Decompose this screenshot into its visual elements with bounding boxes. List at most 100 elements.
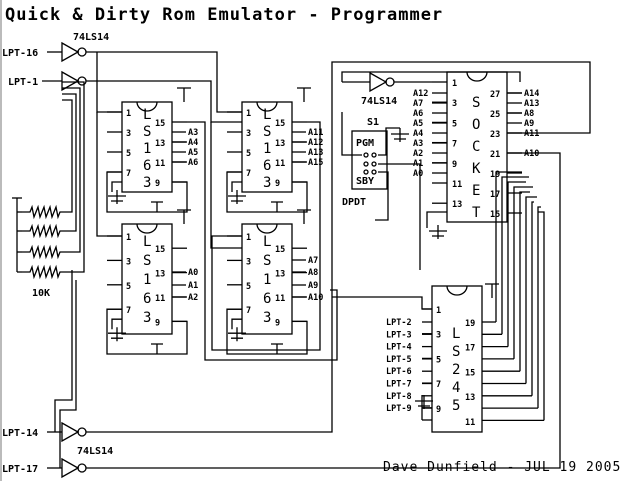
enable-loop [226,308,308,355]
pin-number: 11 [275,294,285,304]
pin-number: 9 [155,179,160,189]
address-label-a4: A4 [188,138,198,148]
enable-loop [106,308,188,355]
ls245-notch [446,285,468,296]
resistor-10k [22,223,68,239]
pin-number: 9 [275,318,280,328]
clock-wire [96,52,122,113]
socket-signal-a10: A10 [524,149,539,159]
address-label-a0: A0 [188,268,198,278]
chip-notch [136,101,158,112]
socket-signal-a1: A1 [413,159,423,169]
address-label-a15: A15 [308,158,323,168]
pin-number: 11 [155,294,165,304]
switch-wire [341,112,362,156]
inverter-lpt14-bubble [77,427,87,437]
pullup-wire [62,81,85,273]
schematic-title: Quick & Dirty Rom Emulator - Programmer [5,5,443,25]
pin-number: 15 [155,245,165,255]
pullup-wire [54,270,73,432]
inverter-lpt14-triangle [61,421,80,443]
enable-loop [106,171,188,213]
vcc-symbol [271,201,283,212]
ls245-input-lpt-9: LPT-9 [386,404,412,414]
address-label-a6: A6 [188,158,198,168]
ground-wire [231,181,242,192]
inverter-lpt16-bubble [77,47,87,57]
chip-name-letter: S [143,253,151,269]
clock-wire [96,112,122,237]
lpt14-wire [86,61,591,433]
ls245-pin-number: 11 [465,418,475,428]
chip-name-letter: 6 [143,291,151,307]
ls245-pin-number: 19 [465,319,475,329]
ls245-pin-number: 15 [465,368,475,378]
pin-number: 7 [246,306,251,316]
dir-wire [332,296,432,310]
ls245-input-lpt-5: LPT-5 [386,355,412,365]
switch-body[interactable] [351,130,388,190]
socket-notch [466,71,488,82]
socket-signal-a7: A7 [413,99,423,109]
pin-number: 13 [275,270,285,280]
pin-number: 3 [126,257,131,267]
vcc-symbol [177,87,191,102]
socket-name-letter: T [472,205,481,221]
ls245-pin-number: 3 [436,331,441,341]
ground-wire [111,181,122,192]
pin-number: 7 [126,306,131,316]
switch-contact [371,152,377,158]
address-label-a8: A8 [308,268,318,278]
pin-number: 7 [126,169,131,179]
ground-symbol [415,395,433,409]
socket-pin-number: 25 [490,110,500,120]
pin-number: 5 [126,149,131,159]
pin-number: 3 [126,129,131,139]
ls245-input-lpt-8: LPT-8 [386,392,412,402]
chip-name-letter: L [263,107,271,123]
ground-wire [231,318,242,330]
address-label-a12: A12 [308,138,323,148]
ls245-input-lpt-2: LPT-2 [386,318,412,328]
pin-number: 1 [126,233,131,243]
switch-wire [378,127,400,156]
ground-symbol [108,190,126,204]
switch-contact [363,161,369,167]
ls245-name-letter: 2 [452,362,460,378]
switch-sby: SBY [356,176,374,187]
inverter-lpt17-bubble [77,463,87,473]
pin-number: 9 [155,318,160,328]
resistor-10k [22,204,68,220]
socket-signal-a6: A6 [413,109,423,119]
pin-number: 7 [246,169,251,179]
chip-name-letter: 1 [143,272,151,288]
chip-name-letter: S [263,124,271,140]
address-label-a7: A7 [308,256,318,266]
ls163-body [241,101,293,193]
ls245-pin-number: 17 [465,344,475,354]
address-label-a13: A13 [308,148,323,158]
socket-name-letter: O [472,117,480,133]
lpt16-label: LPT-16 [2,48,38,59]
pin-number: 5 [246,149,251,159]
vcc-symbol [485,283,499,298]
components: LS16313571513119A3A4A5A6LS16313571513119… [22,41,539,479]
inverter-socket-triangle [369,71,388,93]
ls245-name-letter: 5 [452,398,460,414]
switch-name: S1 [367,117,379,128]
chip-name-letter: L [143,234,151,250]
wires [12,51,591,469]
left-border [0,0,2,481]
chip-name-letter: 1 [263,272,271,288]
pin-number: 15 [155,119,165,129]
vcc-symbol [177,209,191,224]
address-label-a5: A5 [188,148,198,158]
chip-name-letter: 3 [263,310,271,326]
switch-contact [371,161,377,167]
pullup-wire [62,87,81,253]
chip-name-letter: 3 [263,175,271,191]
socket-pin-number: 27 [490,90,500,100]
enable-loop [226,171,308,213]
socket-signal-a9: A9 [524,119,534,129]
data-bus-wire [525,196,537,384]
